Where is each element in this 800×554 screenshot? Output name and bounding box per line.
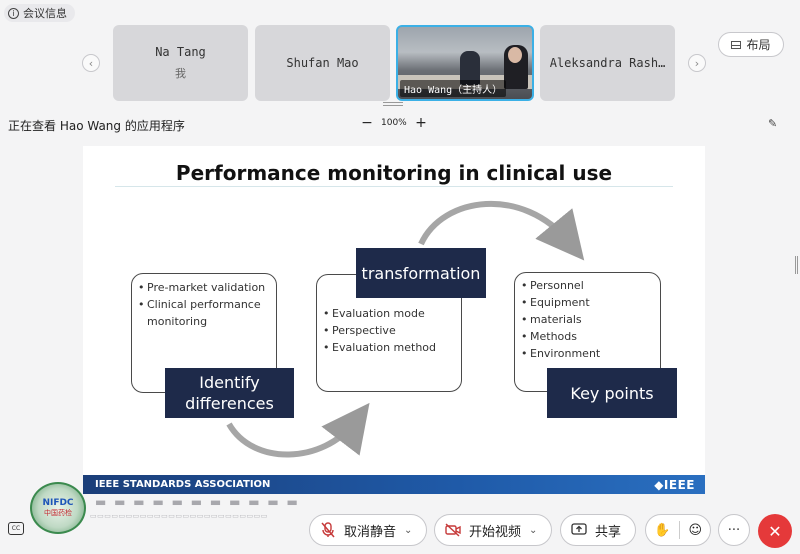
participant-self-tag: 我 — [175, 67, 186, 80]
arrow-top — [418, 200, 585, 261]
label-key-points: Key points — [547, 368, 677, 418]
share-screen-icon — [571, 522, 587, 538]
list-item: Evaluation mode — [323, 305, 455, 322]
watermark-chinese: ▬ ▬ ▬ ▬ ▬ ▬ ▬ ▬ ▬ ▬ ▬ — [95, 495, 300, 509]
raise-hand-icon[interactable]: ✋ — [654, 522, 671, 538]
participant-name: Na Tang — [155, 45, 206, 59]
flow-arrows — [226, 200, 585, 458]
unmute-label: 取消静音 — [344, 524, 397, 540]
mic-off-icon — [320, 522, 336, 538]
list-item: Perspective — [323, 322, 455, 339]
side-panel-handle[interactable] — [795, 256, 798, 274]
viewing-label: 正在查看 Hao Wang 的应用程序 — [8, 119, 185, 133]
watermark-logo-subtext: 中国药检 — [44, 509, 72, 517]
start-video-label: 开始视频 — [469, 524, 522, 540]
meeting-info-label: 会议信息 — [23, 7, 67, 20]
chevron-right-icon: › — [694, 56, 700, 70]
start-video-button[interactable]: 开始视频 ⌄ — [434, 514, 552, 546]
watermark-english: ▭▭▭▭▭▭▭▭▭▭▭▭▭▭▭▭▭▭▭▭▭▭▭▭▭ — [90, 512, 268, 520]
list-item: Evaluation method — [323, 339, 455, 356]
slide-footer: IEEE STANDARDS ASSOCIATION ◆IEEE — [83, 475, 705, 494]
watermark-logo: NIFDC 中国药检 — [30, 482, 86, 534]
emoji-icon[interactable]: ☺ — [688, 522, 702, 538]
info-icon: i — [8, 7, 19, 19]
unmute-button[interactable]: 取消静音 ⌄ — [309, 514, 427, 546]
layout-label: 布局 — [746, 38, 771, 52]
more-button[interactable]: ··· — [718, 514, 750, 546]
meeting-info-button[interactable]: i 会议信息 — [4, 4, 75, 22]
participant-name: Hao Wang（主持人） — [400, 80, 507, 97]
zoom-in-button[interactable]: + — [415, 115, 427, 131]
watermark-logo-text: NIFDC — [42, 498, 74, 508]
participant-name: Aleksandra Rash… — [549, 56, 666, 70]
label-identify-differences: Identify differences — [165, 368, 294, 418]
slide-title: Performance monitoring in clinical use — [175, 161, 613, 185]
share-label: 共享 — [595, 524, 622, 540]
arrow-bottom — [226, 402, 370, 458]
strip-next-button[interactable]: › — [688, 54, 706, 72]
strip-prev-button[interactable]: ‹ — [82, 54, 100, 72]
strip-resize-handle[interactable] — [383, 102, 403, 106]
chevron-down-icon[interactable]: ⌄ — [404, 524, 413, 536]
list-item: Clinical performance monitoring — [138, 296, 270, 330]
layout-button[interactable]: 布局 — [718, 32, 784, 57]
participant-tile-aleksandra[interactable]: Aleksandra Rash… — [540, 25, 675, 101]
footer-left-text: IEEE STANDARDS ASSOCIATION — [95, 479, 271, 490]
chevron-down-icon[interactable]: ⌄ — [529, 524, 538, 536]
annotate-icon[interactable]: ✎ — [768, 117, 778, 130]
reactions-group: ✋ ☺ — [645, 514, 711, 546]
share-button[interactable]: 共享 — [560, 514, 636, 546]
participant-tile-shufanmao[interactable]: Shufan Mao — [255, 25, 390, 101]
list-item: Personnel — [521, 277, 654, 294]
camera-off-icon — [445, 522, 461, 538]
list-item: Environment — [521, 345, 654, 362]
participant-tile-natang[interactable]: Na Tang 我 — [113, 25, 248, 101]
title-divider — [115, 186, 673, 187]
list-item: materials — [521, 311, 654, 328]
list-item: Methods — [521, 328, 654, 345]
zoom-out-button[interactable]: − — [361, 115, 373, 131]
captions-button[interactable]: CC — [8, 522, 24, 535]
participant-tile-haowang[interactable]: Hao Wang（主持人） — [396, 25, 534, 101]
participant-name: Shufan Mao — [286, 56, 359, 70]
zoom-value: 100% — [381, 118, 407, 128]
chevron-left-icon: ‹ — [88, 56, 94, 70]
list-item: Equipment — [521, 294, 654, 311]
ieee-logo: ◆IEEE — [654, 477, 695, 492]
list-item: Pre-market validation — [138, 279, 270, 296]
grid-icon — [731, 40, 742, 49]
shared-slide: Performance monitoring in clinical use P… — [83, 146, 705, 494]
divider — [678, 521, 680, 539]
label-transformation: transformation — [356, 248, 486, 298]
end-meeting-button[interactable]: ✕ — [758, 514, 792, 548]
